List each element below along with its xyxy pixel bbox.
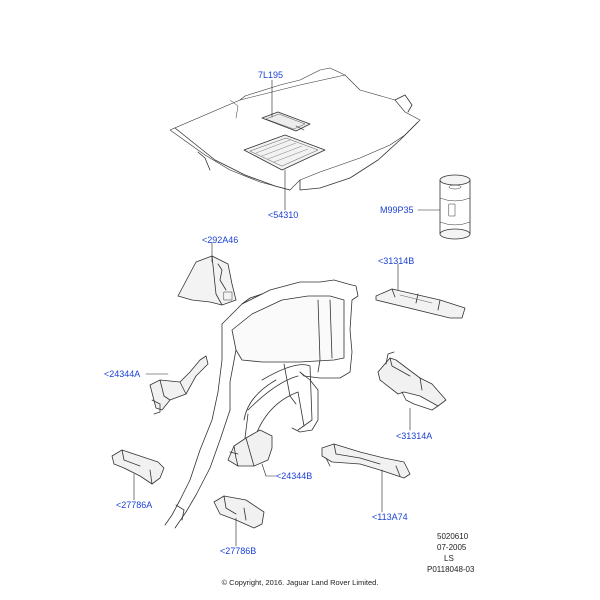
roof-panel-drawing [169, 67, 421, 191]
callout-27786b[interactable]: <27786B [220, 546, 257, 556]
block-27786b-drawing [213, 495, 265, 529]
body-side-drawing [164, 279, 359, 529]
reference-date: 07-2005 [437, 543, 467, 552]
reference-number: 5020610 [437, 532, 469, 541]
base-113a74-drawing [321, 443, 411, 479]
copyright-notice: © Copyright, 2016. Jaguar Land Rover Lim… [221, 578, 379, 587]
callout-113a74[interactable]: <113A74 [372, 512, 408, 522]
callout-292a46[interactable]: <292A46 [202, 235, 239, 245]
trim-panel-drawing [177, 255, 237, 306]
callout-24344a[interactable]: <24344A [104, 369, 141, 379]
callout-27786a[interactable]: <27786A [116, 500, 153, 510]
reference-code: LS [444, 554, 454, 563]
callout-24344b[interactable]: <24344B [276, 471, 313, 481]
rail-drawing [375, 288, 466, 319]
drawing-id: P0118048-03 [427, 565, 475, 574]
callout-7l195[interactable]: 7L195 [258, 70, 284, 80]
callout-m99p35[interactable]: M99P35 [380, 205, 414, 215]
clip-27786a-drawing [111, 449, 165, 485]
callout-54310[interactable]: <54310 [268, 210, 299, 220]
aerosol-can-drawing [439, 174, 471, 240]
pad-24344b-drawing [227, 429, 273, 467]
callout-31314b[interactable]: <31314B [378, 256, 415, 266]
clip-24344a-drawing [149, 355, 209, 415]
bracket-31314a-drawing [377, 351, 447, 411]
callout-31314a[interactable]: <31314A [396, 431, 433, 441]
